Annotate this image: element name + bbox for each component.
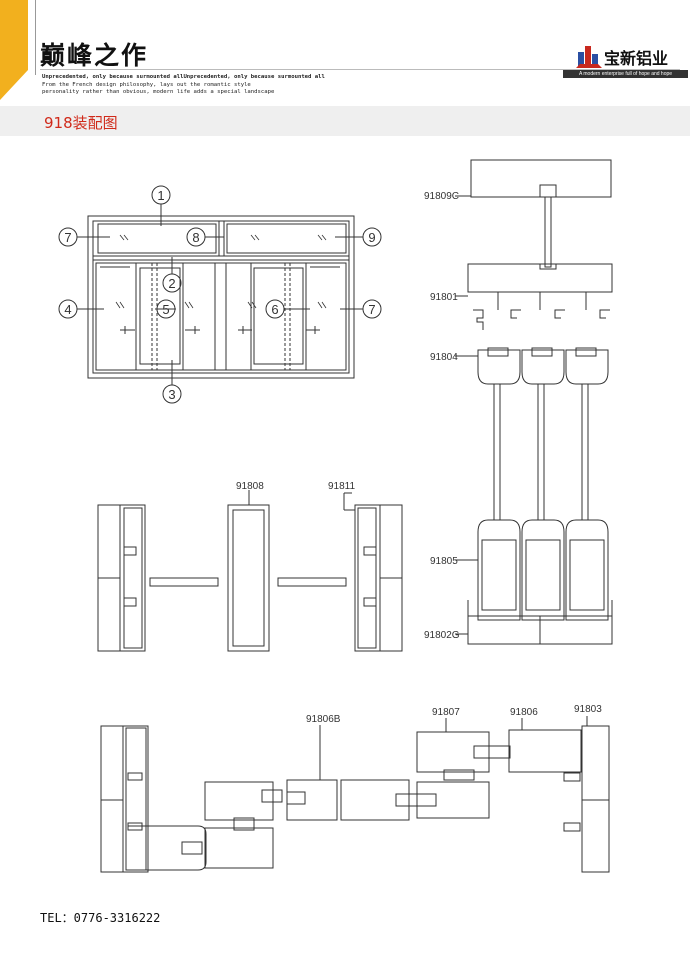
corner-accent (0, 0, 28, 100)
svg-text:9: 9 (368, 230, 375, 245)
callout-7-right: 7 (362, 299, 382, 319)
header-divider (35, 0, 36, 75)
callout-4: 4 (58, 299, 78, 319)
svg-text:7: 7 (64, 230, 71, 245)
section-header-bar (0, 106, 690, 136)
svg-text:7: 7 (368, 302, 375, 317)
svg-text:2: 2 (168, 276, 175, 291)
page-title: 巅峰之作 (40, 41, 149, 70)
svg-text:6: 6 (271, 302, 278, 317)
vertical-section (455, 159, 613, 645)
svg-text:3: 3 (168, 387, 175, 402)
bottom-section (100, 716, 610, 873)
callout-7-left: 7 (58, 227, 78, 247)
header-rule (40, 69, 680, 70)
section-title: 918装配图 (44, 114, 118, 132)
svg-text:5: 5 (162, 302, 169, 317)
callout-9: 9 (362, 227, 382, 247)
callout-2: 2 (162, 273, 182, 293)
svg-text:8: 8 (192, 230, 199, 245)
callout-1: 1 (151, 185, 171, 205)
callout-5: 5 (156, 299, 176, 319)
label-91808: 91808 (236, 481, 264, 492)
callout-8: 8 (186, 227, 206, 247)
label-91806: 91806 (510, 707, 538, 718)
label-91807: 91807 (432, 707, 460, 718)
window-elevation (77, 204, 363, 385)
company-logo-icon (576, 46, 602, 68)
label-91811: 91811 (328, 481, 356, 492)
tagline-text: From the French design philosophy, lays … (42, 82, 275, 95)
svg-text:4: 4 (64, 302, 71, 317)
callout-6: 6 (265, 299, 285, 319)
label-91804: 91804 (430, 352, 458, 363)
company-name: 宝新铝业 (604, 49, 669, 68)
callout-3: 3 (162, 384, 182, 404)
tagline-bold: Unprecedented, only because surmounted a… (42, 74, 325, 80)
company-slogan: A modern enterprise full of hope and hop… (563, 70, 688, 78)
label-91802G: 91802G (424, 630, 460, 641)
footer-tel: TEL：0776-3316222 (40, 911, 161, 925)
label-91801: 91801 (430, 292, 458, 303)
svg-text:1: 1 (157, 188, 164, 203)
middle-section (97, 490, 403, 652)
label-91809C: 91809C (424, 191, 459, 202)
label-91805: 91805 (430, 556, 458, 567)
label-91803: 91803 (574, 704, 602, 715)
label-91806B: 91806B (306, 714, 341, 725)
